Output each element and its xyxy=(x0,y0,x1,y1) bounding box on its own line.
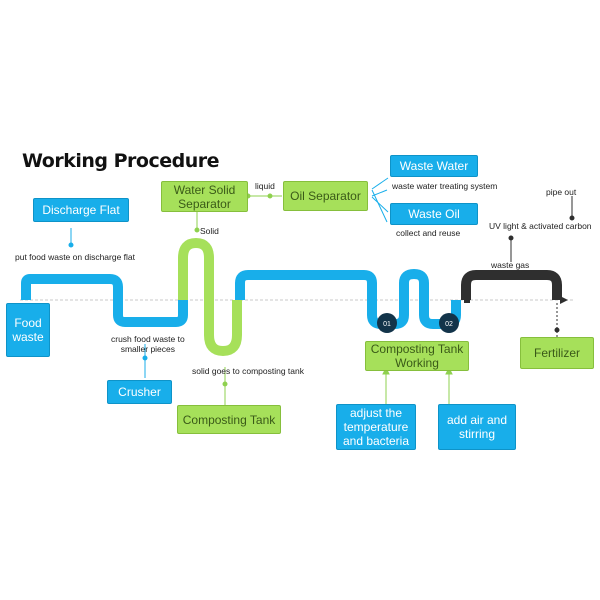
pipe-separator-loop xyxy=(178,237,242,357)
food-waste-box: Food waste xyxy=(6,303,50,357)
label-collect-reuse: collect and reuse xyxy=(396,228,461,238)
pipe-out-arrow xyxy=(560,296,568,304)
marker-01-label: 01 xyxy=(383,321,391,328)
label-solid: Solid xyxy=(200,226,219,236)
marker-02-label: 02 xyxy=(445,321,453,328)
pipe-to-tank-01 xyxy=(235,270,409,329)
label-solid-goes: solid goes to composting tank xyxy=(192,366,304,376)
connectors-dark xyxy=(508,196,575,337)
label-crush: crush food waste to smaller pieces xyxy=(111,334,185,354)
oil-separator-box: Oil Separator xyxy=(283,181,368,211)
label-waste-gas: waste gas xyxy=(491,260,530,270)
water-solid-separator-box: Water Solid Separator xyxy=(161,181,248,212)
pipe-cap xyxy=(464,297,470,303)
label-uv-light: UV light & activated carbon xyxy=(489,221,592,231)
label-liquid: liquid xyxy=(255,181,275,191)
pipe-food-to-crusher xyxy=(21,274,123,300)
label-waste-water-system: waste water treating system xyxy=(392,181,498,191)
label-put-food-waste: put food waste on discharge flat xyxy=(15,252,136,262)
label-pipe-out: pipe out xyxy=(546,187,577,197)
pipe-waste-gas xyxy=(461,270,562,300)
crusher-box: Crusher xyxy=(107,380,172,404)
add-air-box: add air and stirring xyxy=(438,404,516,450)
composting-tank-working-box: Composting Tank Working xyxy=(365,341,469,371)
marker-01 xyxy=(377,313,397,333)
adjust-box: adjust the temperature and bacteria xyxy=(336,404,416,450)
composting-tank-box: Composting Tank xyxy=(177,405,281,434)
fertilizer-box: Fertilizer xyxy=(520,337,594,369)
discharge-flat-box: Discharge Flat xyxy=(33,198,129,222)
connectors-blue xyxy=(68,177,389,378)
waste-water-box: Waste Water xyxy=(390,155,478,177)
pipe-crusher-trough xyxy=(113,300,188,327)
marker-02 xyxy=(439,313,459,333)
waste-oil-box: Waste Oil xyxy=(390,203,478,225)
page-title: Working Procedure xyxy=(22,150,219,172)
